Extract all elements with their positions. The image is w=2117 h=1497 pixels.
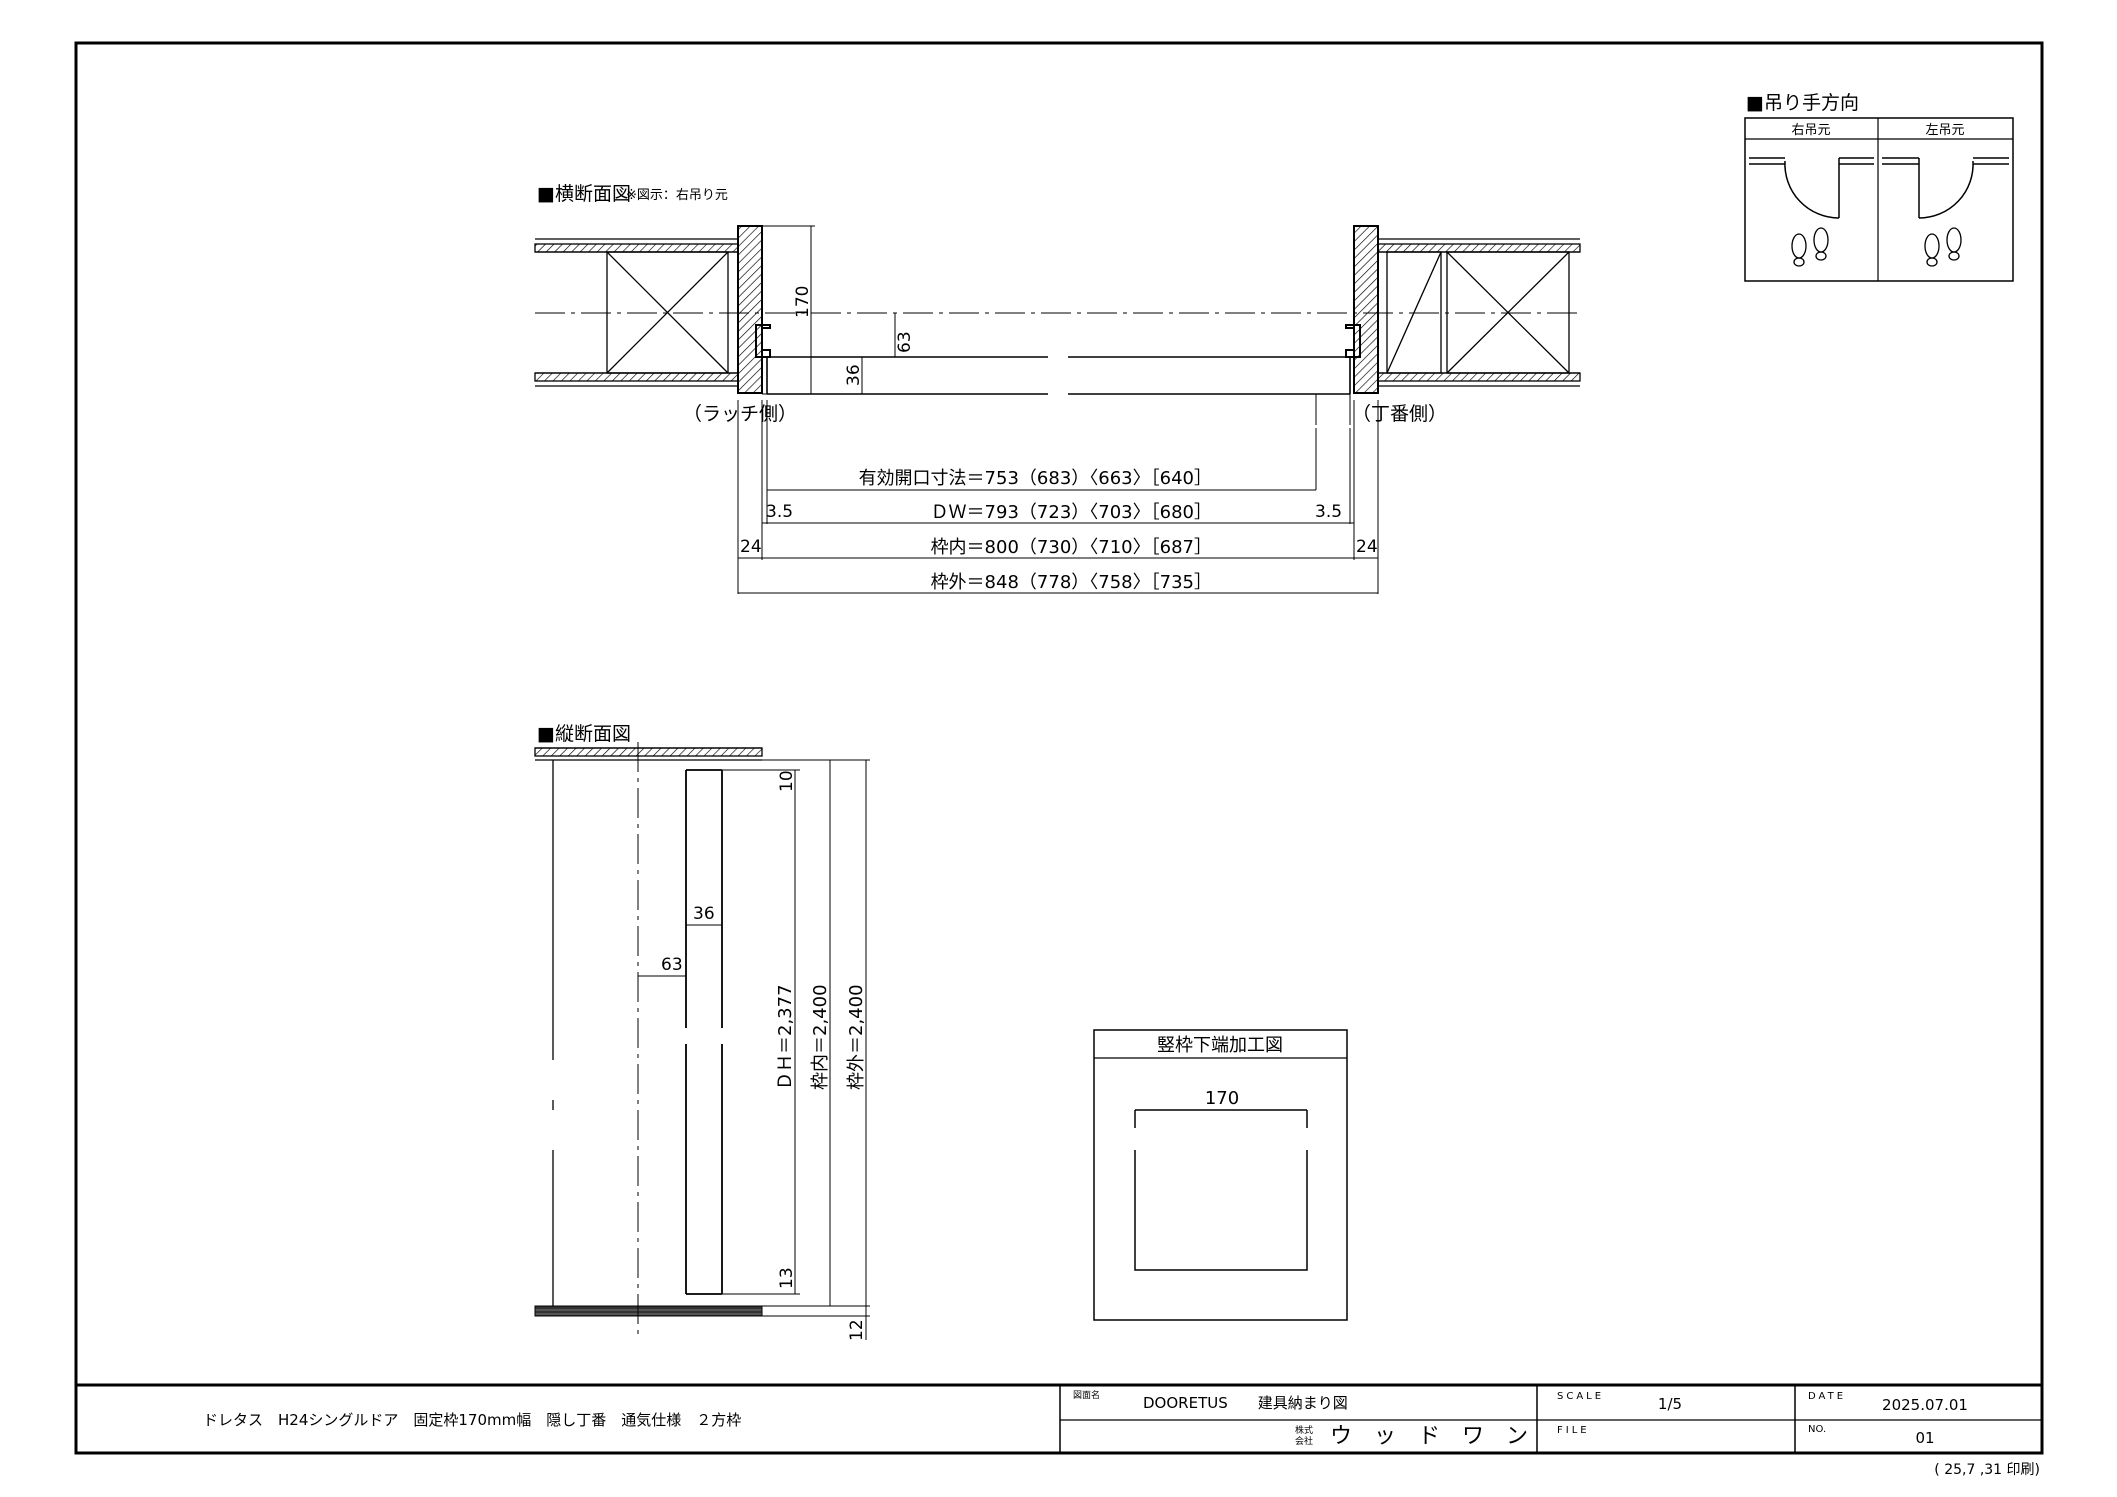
hidden-hinge: [1345, 324, 1361, 358]
product-description: ドレタス H24シングルドア 固定枠170mm幅 隠し丁番 通気仕様 ２方枠: [203, 1411, 741, 1429]
horizontal-section: ■横断面図 ※図示：右吊り元: [534, 183, 1581, 594]
frame-inner-dim: 枠内＝800（730）〈710〉［687］: [931, 537, 1212, 558]
company-name: ウ ッ ド ワ ン: [1330, 1424, 1528, 1449]
hinge-direction-key: ■吊り手方向 右吊元 左吊元: [1744, 92, 2014, 282]
company-label-top: 株式: [1295, 1424, 1313, 1436]
horizontal-section-title: ■横断面図: [537, 183, 631, 205]
dim-63-v: 63: [661, 955, 683, 975]
effective-opening-dim: 有効開口寸法＝753（683）〈663〉［640］: [859, 468, 1212, 489]
drawing-name-label: 図面名: [1073, 1389, 1100, 1401]
latch-strike: [755, 324, 771, 358]
jamb-right-dim: 24: [1356, 537, 1378, 557]
jamb-bottom-detail: 竪枠下端加工図 170: [1093, 1029, 1348, 1321]
dim-12-v: 12: [847, 1319, 867, 1341]
title-block: ドレタス H24シングルドア 固定枠170mm幅 隠し丁番 通気仕様 ２方枠 図…: [76, 1383, 2042, 1478]
jamb-left-dim: 24: [740, 537, 762, 557]
vertical-section: ■縦断面図 10 36: [534, 723, 870, 1341]
dim-13-v: 13: [777, 1267, 797, 1289]
right-hinge-swing-icon: [1749, 157, 1874, 219]
date-value: 2025.07.01: [1882, 1396, 1968, 1414]
dim-63-h: 63: [895, 331, 915, 353]
right-footprints-icon: [1791, 227, 1829, 267]
company-label-bottom: 会社: [1295, 1435, 1313, 1447]
date-label: DATE: [1808, 1391, 1846, 1402]
dimension-chain: [737, 400, 1379, 594]
left-hinge-swing-icon: [1882, 157, 2009, 219]
ceiling: [534, 747, 763, 761]
file-label: FILE: [1557, 1425, 1590, 1436]
latch-side-label: （ラッチ側）: [683, 403, 797, 425]
dim-36-h: 36: [844, 364, 864, 386]
horizontal-section-note: ※図示：右吊り元: [626, 188, 728, 203]
number-label: NO.: [1808, 1424, 1826, 1435]
frame-inner-height-dim: 枠内＝2,400: [810, 984, 831, 1090]
frame-outer-height-dim: 枠外＝2,400: [846, 984, 867, 1090]
gap-right-dim: 3.5: [1315, 502, 1342, 522]
left-hinge-label: 左吊元: [1925, 123, 1964, 138]
right-hinge-label: 右吊元: [1791, 123, 1830, 138]
hinge-side-label: （丁番側）: [1352, 403, 1447, 425]
hinge-direction-title: ■吊り手方向: [1746, 92, 1859, 114]
vertical-section-title: ■縦断面図: [537, 723, 631, 745]
dim-36-v: 36: [693, 904, 715, 924]
jamb-detail-dim-170: 170: [1205, 1088, 1239, 1109]
door-width-dim: ＤＷ＝793（723）〈703〉［680］: [931, 502, 1212, 523]
dim-10-v: 10: [777, 770, 797, 792]
scale-value: 1/5: [1658, 1395, 1682, 1413]
jamb-detail-title: 竪枠下端加工図: [1157, 1035, 1283, 1056]
sheet-border: [74, 41, 2044, 1455]
gap-left-dim: 3.5: [766, 502, 793, 522]
left-footprints-icon: [1924, 227, 1962, 267]
print-date: ( 25,7 ,31 印刷): [1934, 1462, 2040, 1478]
right-jamb: [1353, 225, 1379, 394]
door-leaf-vertical: [685, 769, 723, 1295]
number-value: 01: [1915, 1429, 1934, 1447]
drawing-name: DOORETUS 建具納まり図: [1143, 1394, 1348, 1412]
left-jamb: [737, 225, 763, 394]
door-height-dim: ＤＨ＝2,377: [775, 984, 796, 1090]
floor: [534, 1305, 763, 1317]
frame-outer-dim: 枠外＝848（778）〈758〉［735］: [931, 572, 1212, 593]
dim-170-h: 170: [793, 286, 813, 318]
scale-label: SCALE: [1557, 1391, 1604, 1402]
